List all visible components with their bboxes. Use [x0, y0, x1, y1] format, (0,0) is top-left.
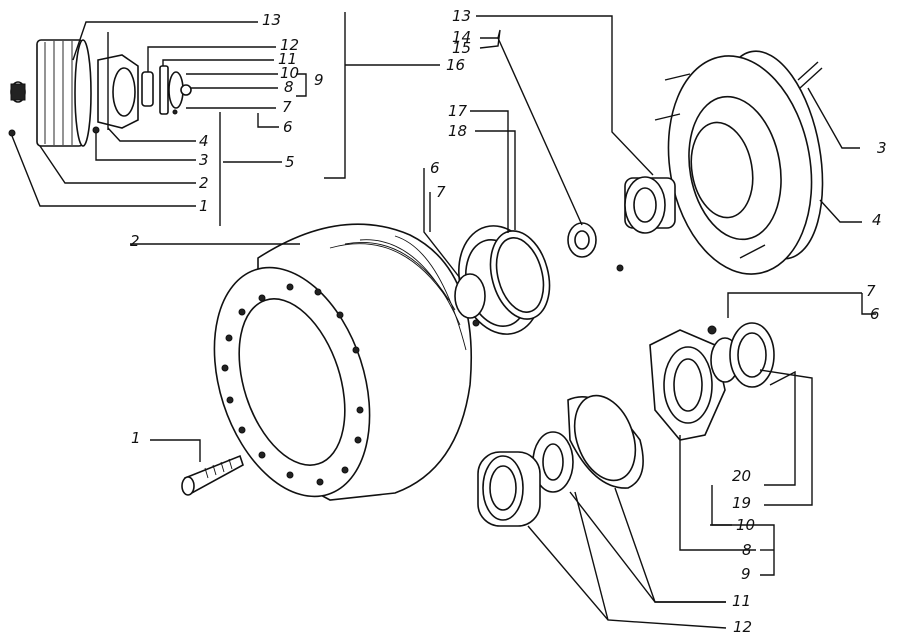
label-12-top: 12	[280, 36, 300, 54]
label-11-bot: 11	[732, 592, 752, 610]
brake-drum	[213, 223, 473, 501]
label-11-top: 11	[278, 50, 298, 68]
small-assembly-hub	[92, 32, 192, 134]
leaders-middle-right	[130, 15, 876, 629]
label-10-bot: 10	[736, 516, 756, 534]
label-6-right: 6	[870, 305, 880, 323]
label-4-left: 4	[199, 132, 209, 150]
label-7-mid: 7	[436, 183, 446, 201]
small-assembly-drum	[8, 39, 92, 147]
label-2-drum: 2	[130, 232, 140, 250]
label-12-bot: 12	[733, 618, 753, 636]
label-20: 20	[732, 467, 752, 485]
label-9-top: 9	[314, 71, 324, 89]
label-1-left: 1	[199, 197, 209, 215]
bearing-housing	[649, 322, 775, 441]
label-9-bot: 9	[741, 565, 751, 583]
label-16: 16	[446, 56, 466, 74]
label-6-mid: 6	[430, 159, 440, 177]
wheel-bolt	[181, 454, 244, 496]
label-8-top: 8	[284, 78, 294, 96]
label-13-top: 13	[262, 11, 282, 29]
label-4-right: 4	[872, 211, 882, 229]
label-13-mid: 13	[452, 7, 472, 25]
hub-cap-and-gasket	[454, 225, 551, 335]
drum-bolt-holes	[221, 283, 364, 486]
label-17: 17	[448, 102, 468, 120]
label-1-bolt: 1	[131, 429, 141, 447]
label-5: 5	[285, 153, 295, 171]
wheel-hub	[624, 50, 824, 275]
leaders-top-left	[11, 12, 440, 226]
bearing-parts-bottom	[477, 394, 644, 527]
label-10-top: 10	[280, 64, 300, 82]
label-3-right: 3	[877, 139, 887, 157]
label-8-bot: 8	[742, 541, 752, 559]
label-7-top: 7	[282, 98, 292, 116]
hub-nut	[567, 222, 624, 272]
label-14: 14	[452, 28, 472, 46]
label-18: 18	[448, 122, 468, 140]
label-15: 15	[452, 39, 472, 57]
label-7-right: 7	[866, 282, 876, 300]
label-19: 19	[732, 494, 752, 512]
label-2-left: 2	[199, 174, 209, 192]
label-3-left: 3	[199, 151, 209, 169]
label-6-top: 6	[283, 118, 293, 136]
